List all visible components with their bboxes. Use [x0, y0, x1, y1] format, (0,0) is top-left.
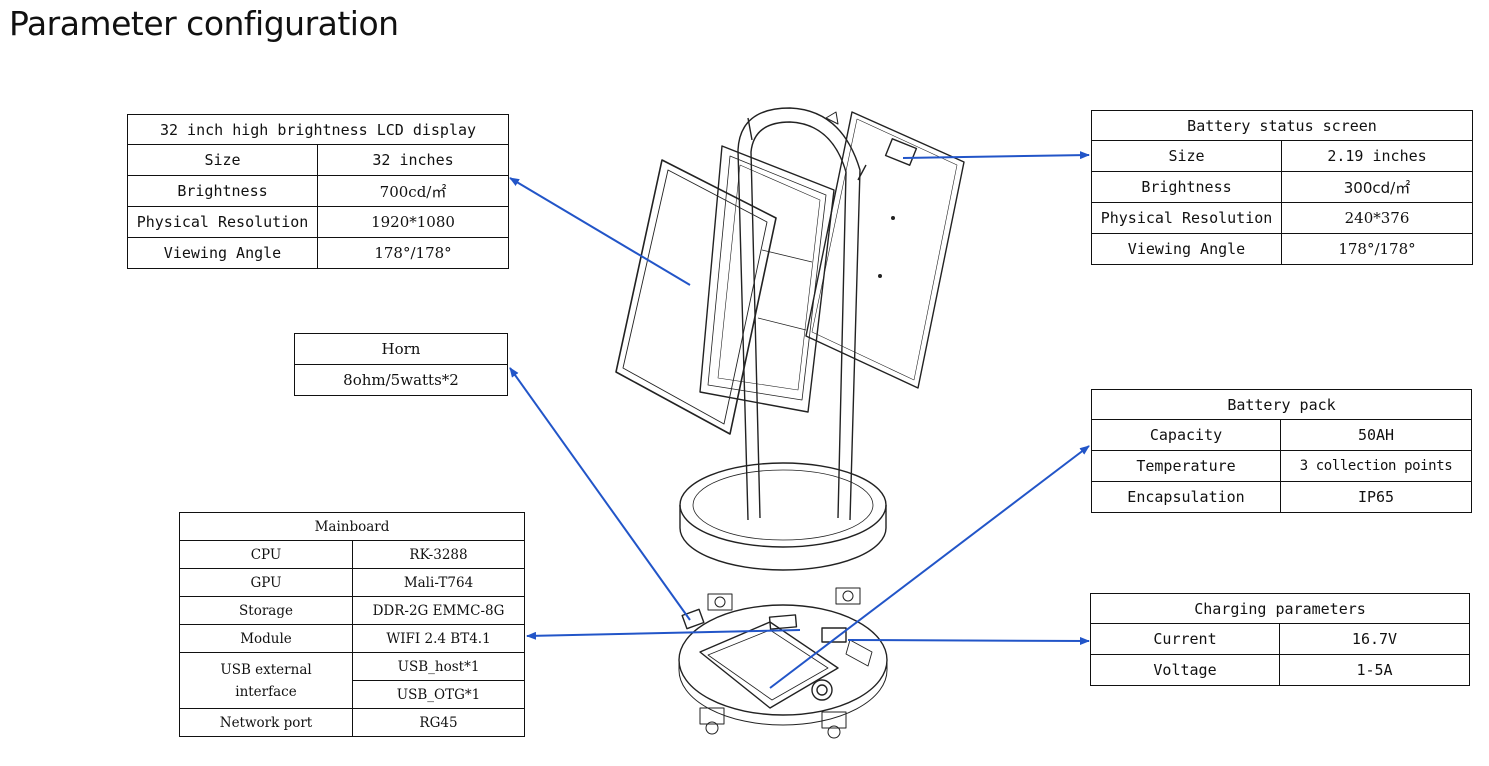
horn-header: Horn: [294, 333, 508, 365]
mainboard-usb-label: USB external interface: [179, 652, 353, 709]
battery-screen-viewing-angle-value: 178°/178°: [1281, 233, 1473, 265]
charging-current-label: Current: [1090, 623, 1280, 655]
battery-screen-size-label: Size: [1091, 140, 1282, 172]
mainboard-storage-label: Storage: [179, 596, 353, 625]
callout-arrows: [509, 151, 1090, 689]
battery-screen-size-value: 2.19 inches: [1281, 140, 1473, 172]
mainboard-module-label: Module: [179, 624, 353, 653]
mainboard-cpu-label: CPU: [179, 540, 353, 569]
arrow-battery-pack: [769, 445, 1090, 689]
charging-voltage-label: Voltage: [1090, 654, 1280, 686]
lcd-spec-table: 32 inch high brightness LCD display Size…: [126, 114, 510, 269]
charging-voltage-value: 1-5A: [1279, 654, 1470, 686]
battery-screen-resolution-value: 240*376: [1281, 202, 1473, 234]
lcd-viewing-angle-value: 178°/178°: [316, 237, 510, 269]
charging-header: Charging parameters: [1090, 593, 1470, 624]
charging-current-value: 16.7V: [1279, 623, 1470, 655]
battery-pack-header: Battery pack: [1091, 389, 1472, 420]
lcd-size-value: 32 inches: [316, 144, 510, 176]
arrow-lcd: [509, 177, 691, 286]
battery-pack-encapsulation-label: Encapsulation: [1091, 481, 1281, 513]
lcd-brightness-label: Brightness: [127, 175, 318, 207]
mainboard-network-value: RG45: [352, 708, 525, 737]
lcd-header: 32 inch high brightness LCD display: [126, 114, 510, 145]
lcd-size-label: Size: [127, 144, 318, 176]
battery-pack-capacity-label: Capacity: [1091, 419, 1281, 451]
battery-pack-encapsulation-value: IP65: [1280, 481, 1472, 513]
mainboard-gpu-value: Mali-T764: [352, 568, 525, 597]
kiosk-drawing: [615, 107, 965, 739]
battery-screen-header: Battery status screen: [1091, 110, 1473, 141]
arrow-mainboard: [526, 629, 801, 640]
battery-pack-temperature-value: 3 collection points: [1280, 450, 1472, 482]
battery-screen-resolution-label: Physical Resolution: [1091, 202, 1282, 234]
battery-screen-viewing-angle-label: Viewing Angle: [1091, 233, 1282, 265]
mainboard-header: Mainboard: [179, 512, 525, 541]
mainboard-usb-host-value: USB_host*1: [352, 652, 525, 681]
mainboard-module-value: WIFI 2.4 BT4.1: [352, 624, 525, 653]
mainboard-gpu-label: GPU: [179, 568, 353, 597]
mainboard-cpu-value: RK-3288: [352, 540, 525, 569]
arrow-horn: [509, 367, 691, 621]
lcd-resolution-value: 1920*1080: [316, 206, 510, 238]
arrow-battery-screen: [902, 151, 1090, 160]
battery-pack-temperature-label: Temperature: [1091, 450, 1281, 482]
horn-value: 8ohm/5watts*2: [294, 364, 508, 396]
lcd-resolution-label: Physical Resolution: [127, 206, 318, 238]
battery-screen-brightness-value: 300cd/㎡: [1281, 171, 1473, 203]
lcd-brightness-value: 700cd/㎡: [316, 175, 510, 207]
lcd-viewing-angle-label: Viewing Angle: [127, 237, 318, 269]
mainboard-storage-value: DDR-2G EMMC-8G: [352, 596, 525, 625]
battery-pack-capacity-value: 50AH: [1280, 419, 1472, 451]
page-title: Parameter configuration: [9, 4, 399, 43]
arrow-charging: [847, 636, 1090, 645]
mainboard-usb-otg-value: USB_OTG*1: [352, 680, 525, 709]
mainboard-network-label: Network port: [179, 708, 353, 737]
battery-screen-brightness-label: Brightness: [1091, 171, 1282, 203]
horn-spec-table: Horn 8ohm/5watts*2: [294, 333, 508, 396]
